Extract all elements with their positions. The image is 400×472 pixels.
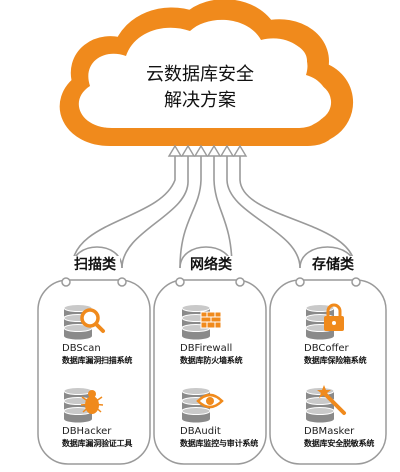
- product-desc: 数据库漏洞扫描系统: [62, 356, 133, 365]
- db-disc-top: [181, 387, 211, 395]
- arrow-line: [179, 152, 202, 269]
- category-label-storage: 存储类: [308, 256, 358, 274]
- arrow-line: [213, 152, 233, 269]
- category-frames: [37, 279, 387, 465]
- arrow-head: [167, 144, 183, 157]
- cloud-title-line2: 解决方案: [164, 90, 236, 111]
- product-name: DBAudit: [180, 426, 221, 437]
- connector-dot: [351, 277, 361, 287]
- arrow-head: [180, 144, 196, 157]
- product-icons: [63, 303, 346, 423]
- product-name: DBFirewall: [180, 343, 233, 354]
- product-name: DBCoffer: [304, 343, 349, 354]
- arrow-line: [71, 152, 176, 269]
- db-disc-bottom: [306, 415, 334, 423]
- firewall-icon: [181, 304, 222, 340]
- cloud-title-line1: 云数据库安全: [146, 64, 254, 85]
- cloud-shape: [59, 0, 354, 147]
- product-name: DBScan: [62, 343, 101, 354]
- db-disc-bottom: [306, 332, 334, 340]
- category-label-network: 网络类: [186, 256, 236, 274]
- connector-dot: [295, 277, 305, 287]
- db-disc-top: [181, 304, 211, 312]
- product-desc: 数据库防火墙系统: [180, 356, 243, 365]
- connector-dot: [61, 277, 71, 287]
- frame-storage: [269, 279, 387, 465]
- connector-arrows: [71, 152, 356, 269]
- product-name: DBMasker: [304, 426, 355, 437]
- db-disc-top: [63, 387, 93, 395]
- product-desc: 数据库监控与审计系统: [180, 439, 258, 448]
- arrow-head: [232, 144, 248, 157]
- arrow-head: [206, 144, 222, 157]
- db-disc-bottom: [64, 332, 92, 340]
- arrow-line: [121, 152, 189, 269]
- magic-wand-icon: [305, 385, 346, 423]
- arrow-line: [226, 152, 301, 269]
- product-desc: 数据库漏洞验证工具: [62, 439, 133, 448]
- product-desc: 数据库安全脱敏系统: [304, 439, 375, 448]
- category-label-scan: 扫描类: [70, 256, 120, 274]
- eye-icon: [181, 387, 224, 423]
- db-disc-bottom: [64, 415, 92, 423]
- connector-dots: [61, 277, 361, 287]
- arrow-heads: [167, 144, 248, 157]
- db-disc-top: [305, 407, 335, 415]
- arrow-line: [239, 152, 356, 269]
- arrow-head: [219, 144, 235, 157]
- connector-dot: [117, 277, 127, 287]
- connector-dot: [235, 277, 245, 287]
- frame-network: [153, 279, 267, 465]
- db-disc-top: [181, 407, 211, 415]
- connector-dot: [175, 277, 185, 287]
- magnifier-icon: [63, 304, 105, 340]
- arrow-head: [193, 144, 209, 157]
- frame-scan: [37, 279, 151, 465]
- product-desc: 数据库保险箱系统: [304, 356, 367, 365]
- lock-icon: [305, 303, 344, 340]
- db-disc-bottom: [182, 332, 210, 340]
- bug-icon: [63, 387, 104, 423]
- db-disc-bottom: [182, 415, 210, 423]
- product-name: DBHacker: [62, 426, 112, 437]
